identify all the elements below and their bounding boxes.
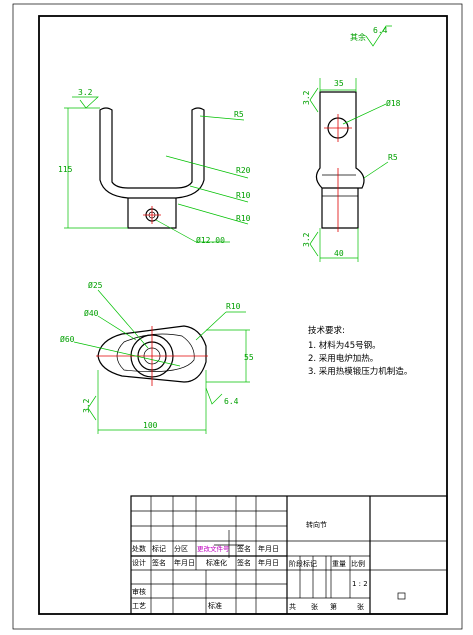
title-block: 转向节 处数 标记 分区 更改文件号 签名 年月日 设计 签名 年月日 标准化 … [130, 495, 448, 615]
svg-text:比例: 比例 [351, 559, 365, 568]
side-width-top: 35 [334, 79, 344, 88]
front-hole: Ø12.00 [196, 235, 225, 245]
svg-text:标准化: 标准化 [206, 558, 227, 567]
svg-text:张: 张 [311, 602, 318, 611]
svg-text:更改文件号: 更改文件号 [197, 544, 230, 553]
outer-frame [12, 3, 463, 630]
general-roughness: 其余 6.4 [350, 25, 392, 47]
top-d40: Ø40 [84, 308, 99, 318]
svg-text:标准: 标准 [208, 601, 222, 610]
tech-item-1: 1. 材料为45号钢。 [308, 340, 381, 351]
top-r10: R10 [226, 302, 241, 311]
svg-text:工艺: 工艺 [132, 602, 146, 610]
tech-item-2: 2. 采用电炉加热。 [308, 353, 378, 364]
side-roughness-top: 3.2 [302, 90, 311, 105]
side-hole: Ø18 [386, 98, 401, 108]
svg-text:签名: 签名 [237, 558, 251, 567]
small-square [397, 592, 406, 600]
front-height: 115 [58, 165, 73, 174]
general-roughness-value: 6.4 [373, 26, 388, 35]
part-name: 转向节 [306, 520, 327, 529]
top-roughness-right: 6.4 [224, 397, 239, 406]
side-width-bottom: 40 [334, 249, 344, 258]
top-roughness-left: 3.2 [82, 398, 91, 413]
side-radius: R5 [388, 153, 398, 162]
tech-requirements: 技术要求: 1. 材料为45号钢。 2. 采用电炉加热。 3. 采用热模锻压力机… [308, 325, 412, 377]
general-roughness-label: 其余 [350, 32, 366, 42]
scale-value: 1 : 2 [352, 580, 368, 588]
side-roughness-bottom: 3.2 [302, 232, 311, 247]
tech-title: 技术要求: [308, 325, 345, 336]
svg-text:第: 第 [330, 602, 337, 611]
svg-text:阶段标记: 阶段标记 [289, 559, 317, 568]
front-r10-b: R10 [236, 214, 251, 223]
svg-text:处数: 处数 [132, 544, 146, 553]
tech-item-3: 3. 采用热模锻压力机制造。 [308, 366, 412, 377]
svg-text:分区: 分区 [174, 544, 188, 553]
top-view: Ø25 Ø40 Ø60 R10 55 3.2 6.4 100 [60, 280, 254, 434]
front-view: 3.2 115 R5 R20 R10 R10 Ø12.00 [58, 88, 251, 245]
svg-text:标记: 标记 [152, 544, 166, 553]
svg-text:审核: 审核 [132, 587, 146, 596]
side-view: 35 3.2 Ø18 R5 40 3.2 [302, 78, 401, 262]
svg-text:年月日: 年月日 [258, 558, 279, 567]
svg-text:年月日: 年月日 [258, 544, 279, 553]
svg-text:共: 共 [289, 602, 296, 611]
front-r5: R5 [234, 110, 244, 119]
top-width: 100 [143, 421, 158, 430]
svg-text:年月日: 年月日 [174, 558, 195, 567]
svg-text:张: 张 [357, 602, 364, 611]
top-d25: Ø25 [88, 280, 103, 290]
front-r20: R20 [236, 166, 251, 175]
front-roughness: 3.2 [78, 88, 93, 97]
svg-text:设计: 设计 [132, 558, 146, 567]
top-height: 55 [244, 353, 254, 362]
svg-text:签名: 签名 [152, 558, 166, 567]
svg-text:重量: 重量 [332, 560, 346, 568]
front-r10-a: R10 [236, 191, 251, 200]
top-d60: Ø60 [60, 334, 75, 344]
svg-text:签名: 签名 [237, 544, 251, 553]
